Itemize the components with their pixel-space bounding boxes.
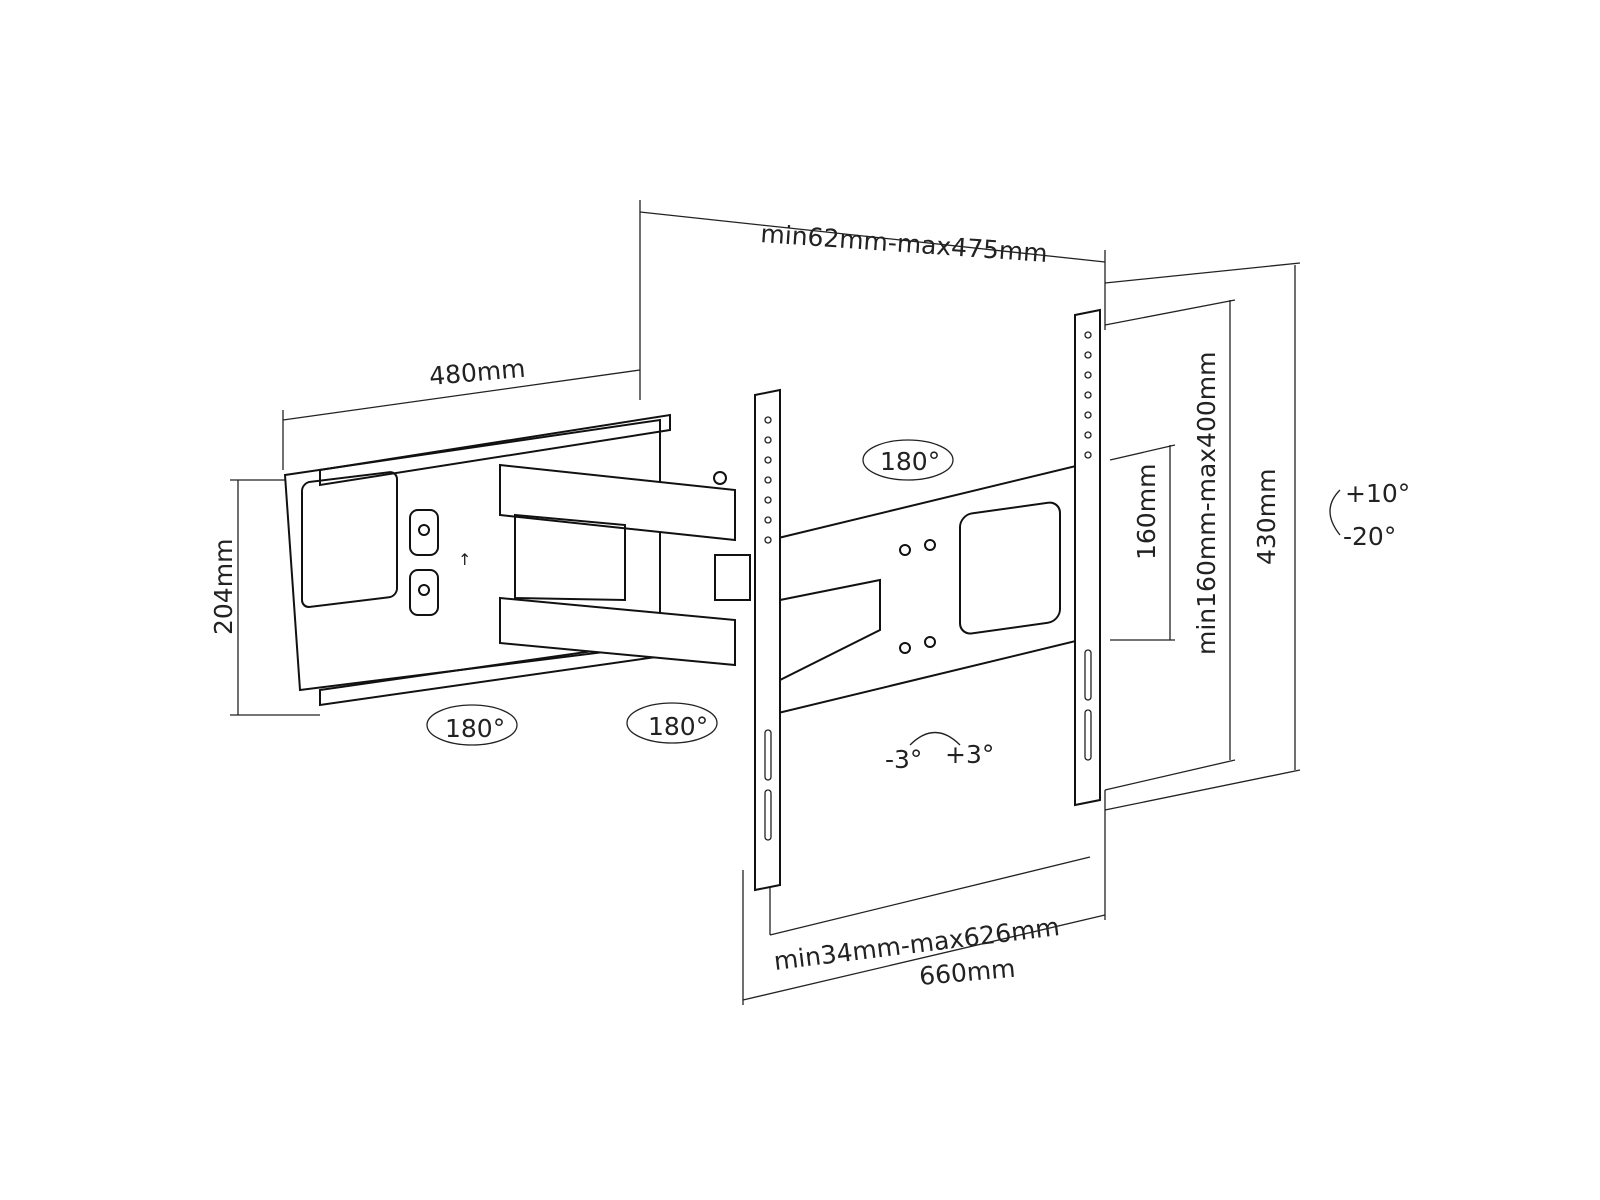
- swivel-wall-left-label: 180°: [445, 714, 505, 743]
- rotate-plus-label: +3°: [945, 740, 994, 769]
- rotation-markers: [426, 439, 1341, 746]
- tilt-arrow-icon: [1329, 489, 1341, 536]
- rotate-arrow-icon: [909, 731, 961, 746]
- tv-rail-height-label: 430mm: [1252, 469, 1281, 565]
- tilt-up-label: +10°: [1345, 479, 1410, 508]
- swivel-top-label: 180°: [880, 447, 940, 476]
- vesa-vertical-range-label: min160mm-max400mm: [1192, 352, 1221, 655]
- swing-arms: [499, 463, 751, 667]
- vertical-rails: [754, 308, 1101, 892]
- swivel-wall-right-label: 180°: [648, 712, 708, 741]
- vesa-horizontal-range-label: min34mm-max626mm: [772, 912, 1061, 976]
- wall-plate: ↑: [283, 413, 671, 707]
- wall-plate-height-label: 204mm: [209, 539, 238, 635]
- tv-plate: [769, 463, 1081, 717]
- rotate-minus-label: -3°: [885, 745, 922, 774]
- vesa-small-vertical-label: 160mm: [1132, 464, 1161, 560]
- wall-plate-width-label: 480mm: [428, 354, 527, 391]
- up-arrow-icon: ↑: [458, 550, 471, 569]
- arm-extension-label: min62mm-max475mm: [760, 219, 1049, 268]
- tv-plate-width-label: 660mm: [918, 954, 1017, 991]
- tilt-down-label: -20°: [1343, 522, 1396, 551]
- dimension-lines: [230, 200, 1301, 1005]
